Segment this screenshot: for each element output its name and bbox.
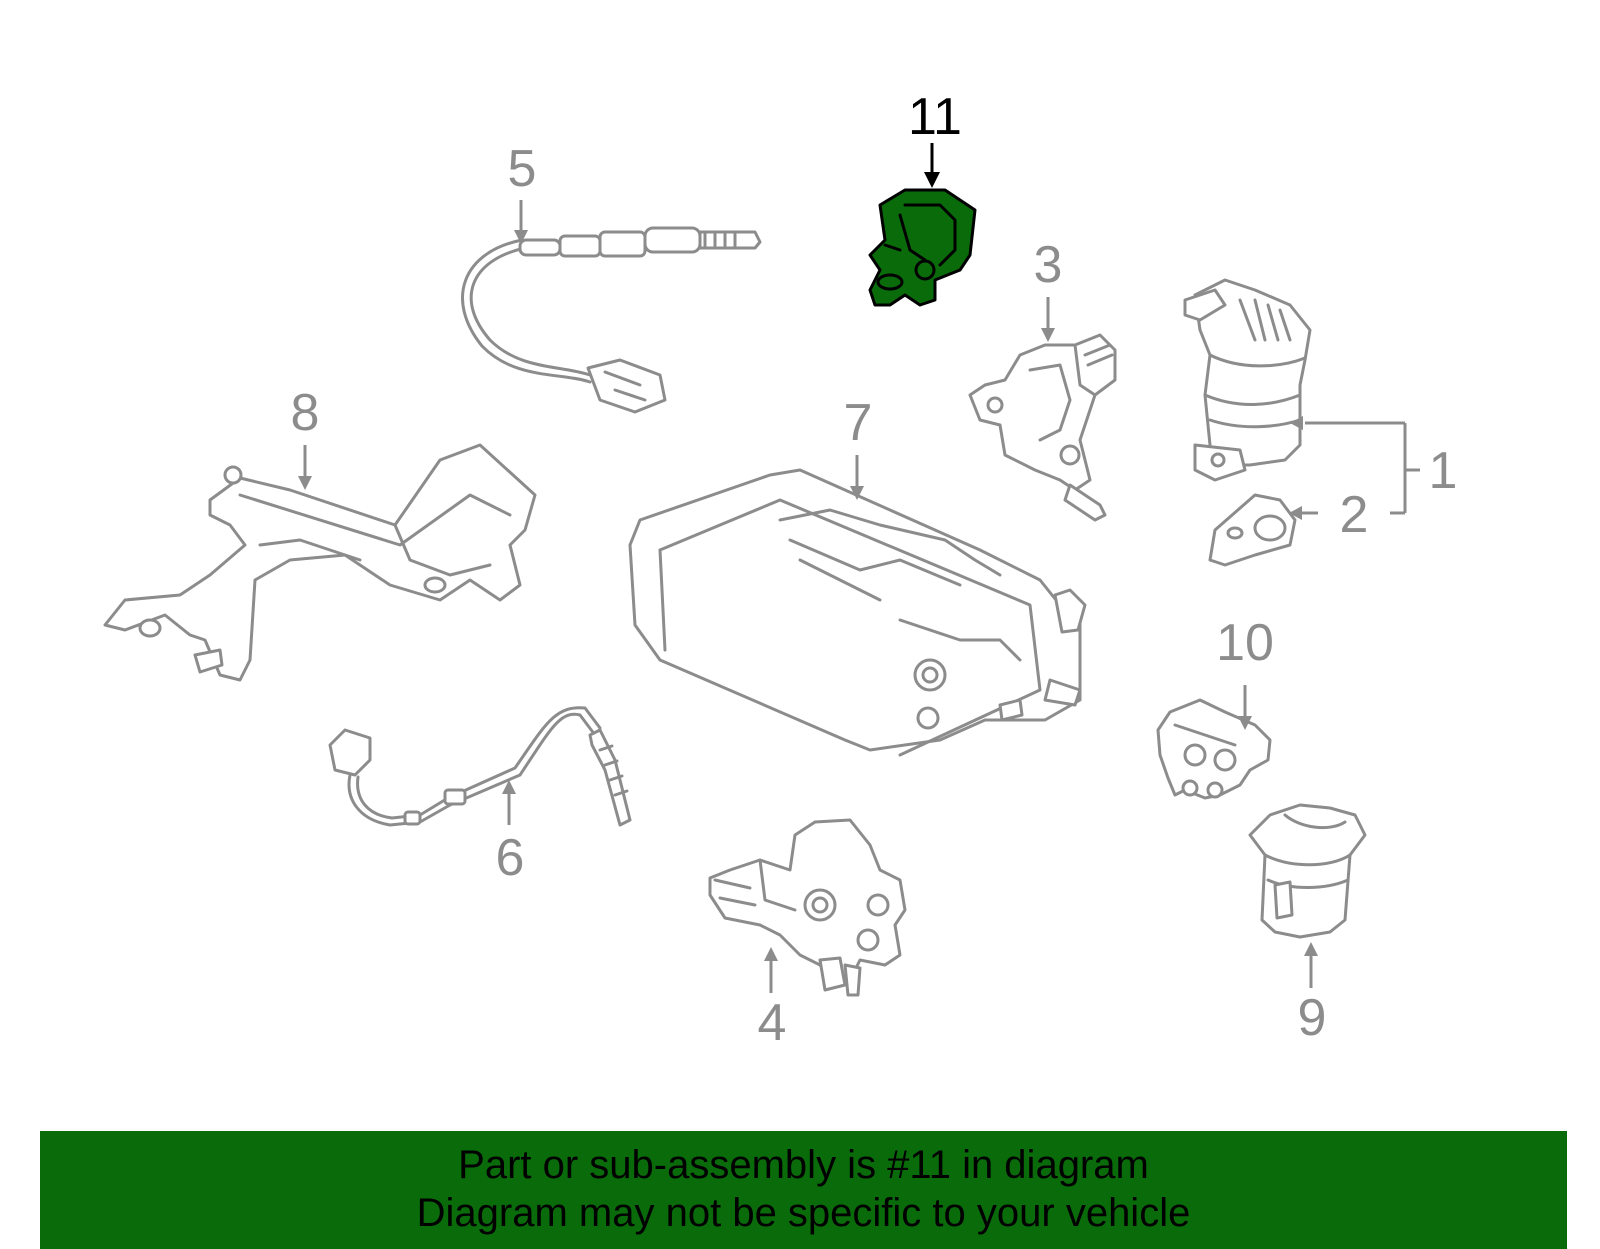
callout-2-label: 2: [1340, 486, 1369, 544]
part-1-egr-valve: [1183, 278, 1312, 482]
callout-5: 5: [508, 140, 537, 244]
svg-text:5: 5: [508, 140, 537, 198]
callout-3: 3: [1034, 236, 1063, 342]
banner-line-1: Part or sub-assembly is #11 in diagram: [458, 1143, 1149, 1187]
callout-8: 8: [291, 384, 320, 490]
callout-7: 7: [844, 394, 873, 500]
callout-9: 9: [1298, 942, 1327, 1047]
part-2-gasket: [1208, 493, 1297, 567]
part-4-valve: [708, 818, 907, 997]
part-5-oxygen-sensor: [461, 226, 762, 414]
svg-text:9: 9: [1298, 989, 1327, 1047]
callout-1-2-bracket: 1 2: [1289, 416, 1457, 544]
part-11-highlighted[interactable]: [868, 188, 977, 307]
callout-10: 10: [1216, 614, 1274, 730]
part-6-oxygen-sensor: [328, 706, 632, 827]
svg-text:7: 7: [844, 394, 873, 452]
part-3-solenoid-valve: [968, 333, 1117, 522]
svg-text:3: 3: [1034, 236, 1063, 294]
callout-11-label: 11: [908, 88, 962, 146]
part-7-canister: [628, 468, 1087, 757]
banner-line-2: Diagram may not be specific to your vehi…: [416, 1191, 1191, 1235]
callout-4: 4: [758, 947, 787, 1052]
info-banner: Part or sub-assembly is #11 in diagram D…: [40, 1131, 1567, 1249]
parts-diagram: 11 5 3: [103, 88, 1457, 1052]
svg-text:10: 10: [1216, 614, 1274, 672]
svg-text:8: 8: [291, 384, 320, 442]
part-9-filter: [1248, 803, 1367, 939]
part-10-valve: [1156, 698, 1272, 800]
callout-11: 11: [908, 88, 962, 188]
svg-text:4: 4: [758, 994, 787, 1052]
callout-1-label: 1: [1429, 442, 1458, 500]
part-8-bracket: [103, 443, 537, 682]
svg-text:6: 6: [496, 829, 525, 887]
callout-6: 6: [496, 780, 525, 887]
